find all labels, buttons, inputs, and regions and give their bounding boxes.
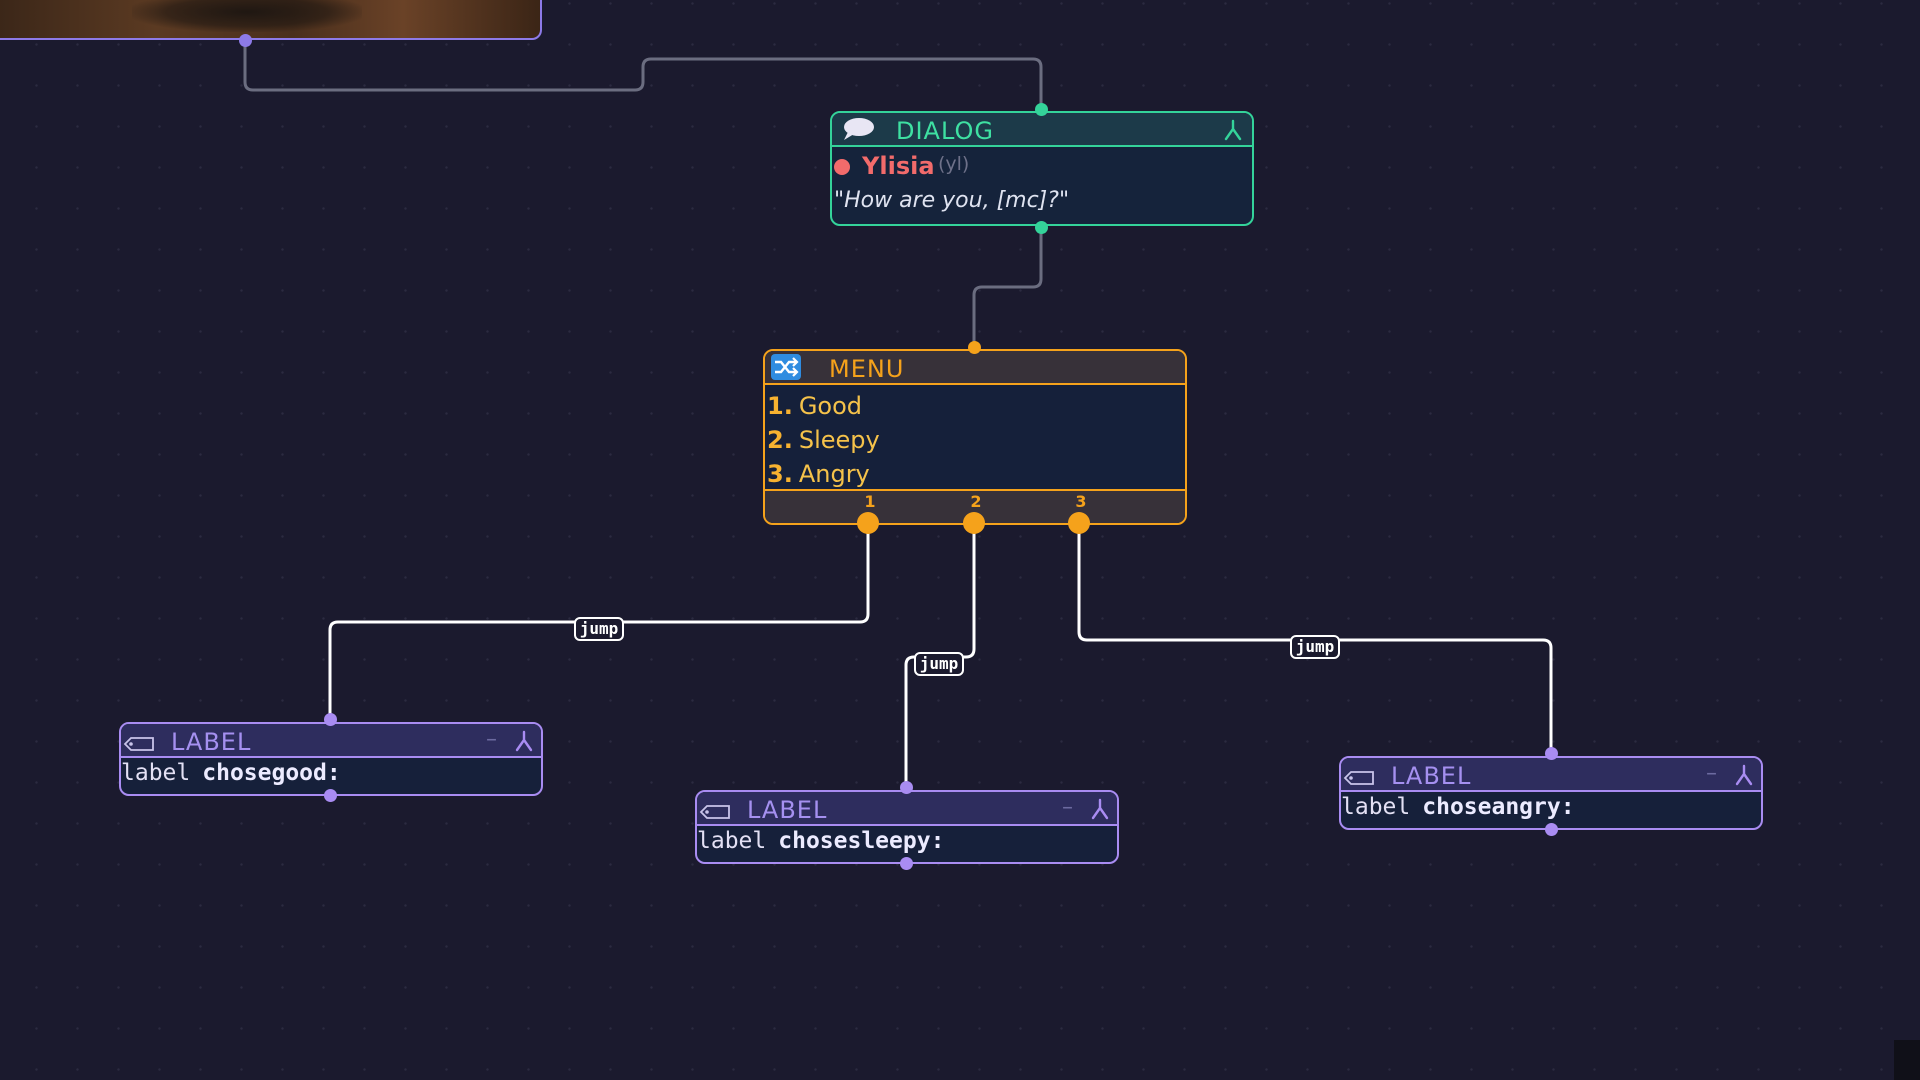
speaker-color-dot [834,159,850,175]
label-node-title: LABEL [747,796,828,824]
label-node-title: LABEL [171,728,252,756]
menu-option-sleepy[interactable]: 2.Sleepy [767,426,880,454]
tag-icon [699,805,730,819]
label-choseangry-input-port[interactable] [1545,747,1558,760]
label-chosesleepy-input-port[interactable] [900,781,913,794]
label-node-header[interactable]: LABEL – [1341,758,1761,792]
menu-output-port-1[interactable] [857,512,879,534]
image-node[interactable] [0,0,542,40]
image-preview [132,0,362,32]
label-chosegood-output-port[interactable] [324,789,337,802]
menu-node[interactable]: MENU 1.Good 2.Sleepy 3.Angry 1 2 3 [763,349,1187,525]
dialog-input-port[interactable] [1035,103,1048,116]
tag-icon [1343,771,1374,785]
collapse-icon[interactable]: – [486,727,497,752]
fork-icon[interactable] [513,730,535,752]
menu-output-port-3[interactable] [1068,512,1090,534]
menu-node-header[interactable]: MENU [765,351,1185,385]
jump-badge-angry[interactable]: jump [1290,635,1340,659]
image-node-output-port[interactable] [239,34,252,47]
menu-option-angry[interactable]: 3.Angry [767,460,870,488]
menu-node-title: MENU [829,355,905,383]
menu-option-good[interactable]: 1.Good [767,392,863,420]
fork-icon[interactable] [1089,798,1111,820]
speaker-tag: (yl) [938,153,970,175]
menu-output-label-3: 3 [1075,492,1087,511]
collapse-icon[interactable]: – [1062,795,1073,820]
dialog-node[interactable]: DIALOG Ylisia (yl) "How are you, [mc]?" [830,111,1254,226]
label-node-header[interactable]: LABEL – [697,792,1117,826]
jump-badge-sleepy[interactable]: jump [914,652,964,676]
collapse-icon[interactable]: – [1706,761,1717,786]
dialog-output-port[interactable] [1035,221,1048,234]
fork-icon[interactable] [1733,764,1755,786]
wire-dialog-to-menu[interactable] [972,228,1043,347]
menu-output-label-2: 2 [970,492,982,511]
menu-options: 1.Good 2.Sleepy 3.Angry [765,389,1185,491]
menu-output-label-1: 1 [864,492,876,511]
label-node-header[interactable]: LABEL – [121,724,541,758]
fork-icon[interactable] [1222,119,1244,141]
shuffle-icon [771,354,801,380]
jump-badge-good[interactable]: jump [574,617,624,641]
dialog-node-title: DIALOG [896,117,994,145]
label-node-title: LABEL [1391,762,1472,790]
label-chosesleepy-output-port[interactable] [900,857,913,870]
label-choseangry-output-port[interactable] [1545,823,1558,836]
window-corner [1894,1040,1920,1080]
speech-bubble-icon [844,118,874,140]
label-chosegood-input-port[interactable] [324,713,337,726]
tag-icon [123,737,154,751]
menu-output-port-2[interactable] [963,512,985,534]
dialog-text[interactable]: "How are you, [mc]?" [834,188,1070,213]
menu-input-port[interactable] [968,341,981,354]
dialog-node-header[interactable]: DIALOG [832,113,1252,147]
speaker-name: Ylisia [862,152,935,180]
wire-image-to-dialog[interactable] [243,40,1043,109]
speaker-row: Ylisia (yl) [832,151,1252,181]
